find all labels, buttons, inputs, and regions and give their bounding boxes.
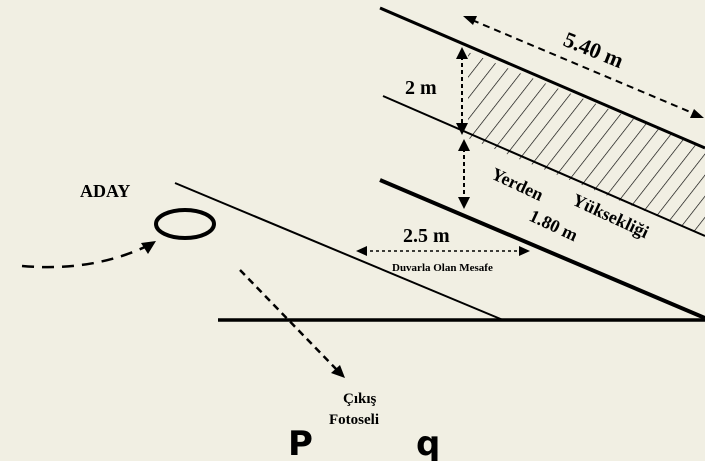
wall-length-label: 5.40 m (560, 26, 627, 73)
approach-arrowhead-icon (141, 241, 156, 254)
candidate-start-oval (154, 208, 216, 240)
ground-height-value-label: 1.80 m (526, 205, 581, 245)
exit-label-line1: Çıkış (343, 391, 377, 407)
ground-height-arrowhead-top-icon (458, 139, 470, 151)
band-height-arrowhead-bottom-icon (456, 123, 468, 135)
band-height-label: 2 m (405, 77, 437, 99)
hatched-wall-band (468, 52, 705, 236)
exit-label-line2: Fotoseli (329, 412, 379, 428)
band-height-arrowhead-top-icon (456, 47, 468, 59)
photocell-right-icon: q (416, 424, 440, 461)
distance-arrowhead-left-icon (356, 246, 367, 256)
wall-top-edge-line (379, 6, 705, 150)
ground-height-arrowhead-bottom-icon (458, 197, 470, 209)
wall-distance-caption: Duvarla Olan Mesafe (392, 262, 493, 274)
length-dimension-arrow (471, 19, 696, 115)
candidate-label: ADAY (80, 181, 130, 201)
length-arrowhead-start-icon (463, 16, 477, 25)
wall-distance-label: 2.5 m (403, 225, 450, 247)
candidate-path-line (174, 182, 504, 321)
ground-height-word1-label: Yerden (488, 163, 546, 204)
approach-dashed-arrow (21, 244, 148, 269)
distance-arrowhead-right-icon (519, 246, 530, 256)
exit-arrowhead-icon (331, 365, 345, 378)
length-arrowhead-end-icon (690, 109, 704, 118)
wall-bottom-edge-line (382, 95, 705, 237)
photocell-left-icon: P (288, 424, 313, 461)
wall-base-line (379, 178, 705, 320)
